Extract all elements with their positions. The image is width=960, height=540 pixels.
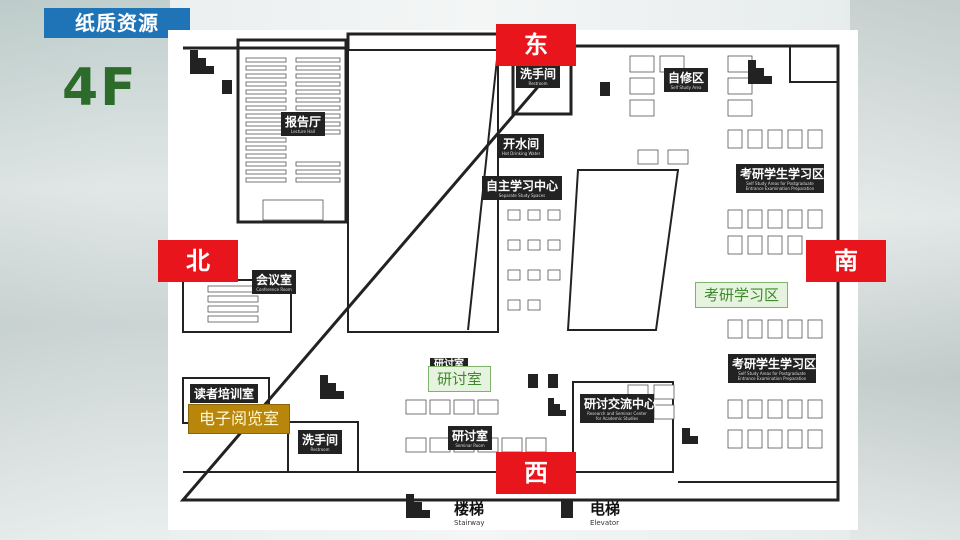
room-self-study[interactable]: 自修区 Self Study Area <box>664 68 709 92</box>
direction-south: 南 <box>806 240 886 282</box>
stair-se <box>682 428 698 444</box>
room-conference[interactable]: 会议室 Conference Room <box>252 270 297 294</box>
floor-map: 报告厅 Lecture Hall 洗手间 Restroom 自修区 Self S… <box>168 30 858 530</box>
room-postgrad-upper[interactable]: 考研学生学习区 Self Study Areas for Postgraduat… <box>736 164 824 193</box>
conference-seats <box>207 285 259 323</box>
direction-west: 西 <box>496 452 576 494</box>
stairs-symbols <box>190 50 772 518</box>
floor-label: 4F <box>62 58 138 118</box>
section-title: 纸质资源 <box>44 8 190 38</box>
room-reader-training[interactable]: 读者培训室 <box>190 384 259 403</box>
room-hot-water[interactable]: 开水间 Hot Drinking Water <box>498 134 545 158</box>
room-lecture-hall[interactable]: 报告厅 Lecture Hall <box>281 112 326 136</box>
room-restroom-west[interactable]: 洗手间 Restroom <box>298 430 343 454</box>
legend-stairs: 楼梯 Stairway <box>454 500 485 527</box>
legend-elevator: 电梯 Elevator <box>590 500 621 527</box>
room-research-center[interactable]: 研讨交流中心 Research and Seminar Center for A… <box>580 394 656 423</box>
stair-nw <box>190 50 214 74</box>
highlight-seminar-room[interactable]: 研讨室 <box>428 366 492 392</box>
highlight-postgrad-area[interactable]: 考研学习区 <box>695 282 789 308</box>
independent-center-seats <box>507 209 561 311</box>
floor-plan-drawing <box>179 32 840 518</box>
outer-wall <box>179 32 840 502</box>
stair-w <box>320 375 344 399</box>
room-independent-study-center[interactable]: 自主学习中心 Separate Study Spaces <box>482 176 563 200</box>
room-seminar[interactable]: 研讨室 Seminar Room <box>448 426 493 450</box>
lecture-hall-seats <box>245 57 341 221</box>
direction-north: 北 <box>158 240 238 282</box>
room-postgrad-lower[interactable]: 考研学生学习区 Self Study Areas for Postgraduat… <box>728 354 816 383</box>
legend-stair-icon <box>406 494 430 518</box>
lecture-hall-walls <box>236 38 348 224</box>
elevator-symbols <box>222 80 610 518</box>
research-center-walls <box>572 381 674 473</box>
corner-room <box>789 45 839 83</box>
stair-ne <box>748 60 772 84</box>
postgrad-seats <box>727 129 823 449</box>
room-restroom-east[interactable]: 洗手间 Restroom <box>516 64 561 88</box>
center-void <box>566 169 680 331</box>
left-atrium <box>347 49 499 333</box>
background-left-photo <box>0 0 170 540</box>
direction-east: 东 <box>496 24 576 66</box>
stair-mid <box>548 398 566 416</box>
highlight-e-reading-room[interactable]: 电子阅览室 <box>188 404 291 434</box>
